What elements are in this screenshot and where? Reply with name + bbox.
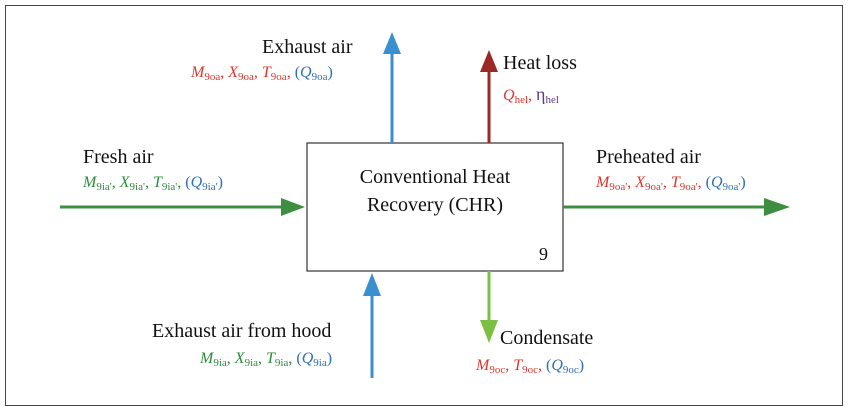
chr-box-line1: Conventional Heat — [359, 166, 511, 188]
condensate-vars: M9oc, T9oc, (Q9oc) — [476, 357, 585, 376]
exhaust-air-vars: M9oa, X9oa, T9oa, (Q9oa) — [191, 64, 333, 83]
condensate-title: Condensate — [500, 327, 594, 349]
chr-box-label: Conventional Heat Recovery (CHR) — [307, 163, 563, 219]
diagram-frame — [5, 5, 843, 406]
preheated-air-arrow — [563, 198, 790, 216]
heat-loss-title: Heat loss — [503, 52, 577, 74]
preheated-air-vars: M9oa', X9oa', T9oa', (Q9oa') — [596, 174, 746, 193]
exhaust-air-arrow — [383, 32, 401, 143]
condensate-arrow — [480, 271, 498, 343]
exhaust-air-title: Exhaust air — [262, 36, 353, 58]
fresh-air-title: Fresh air — [83, 146, 154, 168]
exhaust-from-hood-arrow — [363, 273, 381, 378]
preheated-air-title: Preheated air — [596, 146, 701, 168]
chr-process-box — [306, 142, 564, 272]
fresh-air-vars: M9ia', X9ia', T9ia', (Q9ia') — [83, 174, 223, 193]
heat-loss-vars: Qhel, ηhel — [503, 84, 559, 106]
exhaust-from-hood-vars: M9ia, X9ia, T9ia, (Q9ia) — [200, 350, 333, 369]
heat-loss-arrow — [480, 50, 498, 143]
exhaust-from-hood-title: Exhaust air from hood — [152, 320, 332, 342]
fresh-air-arrow — [60, 198, 305, 216]
chr-box-line2: Recovery (CHR) — [366, 194, 504, 216]
chr-box-number: 9 — [539, 244, 548, 264]
